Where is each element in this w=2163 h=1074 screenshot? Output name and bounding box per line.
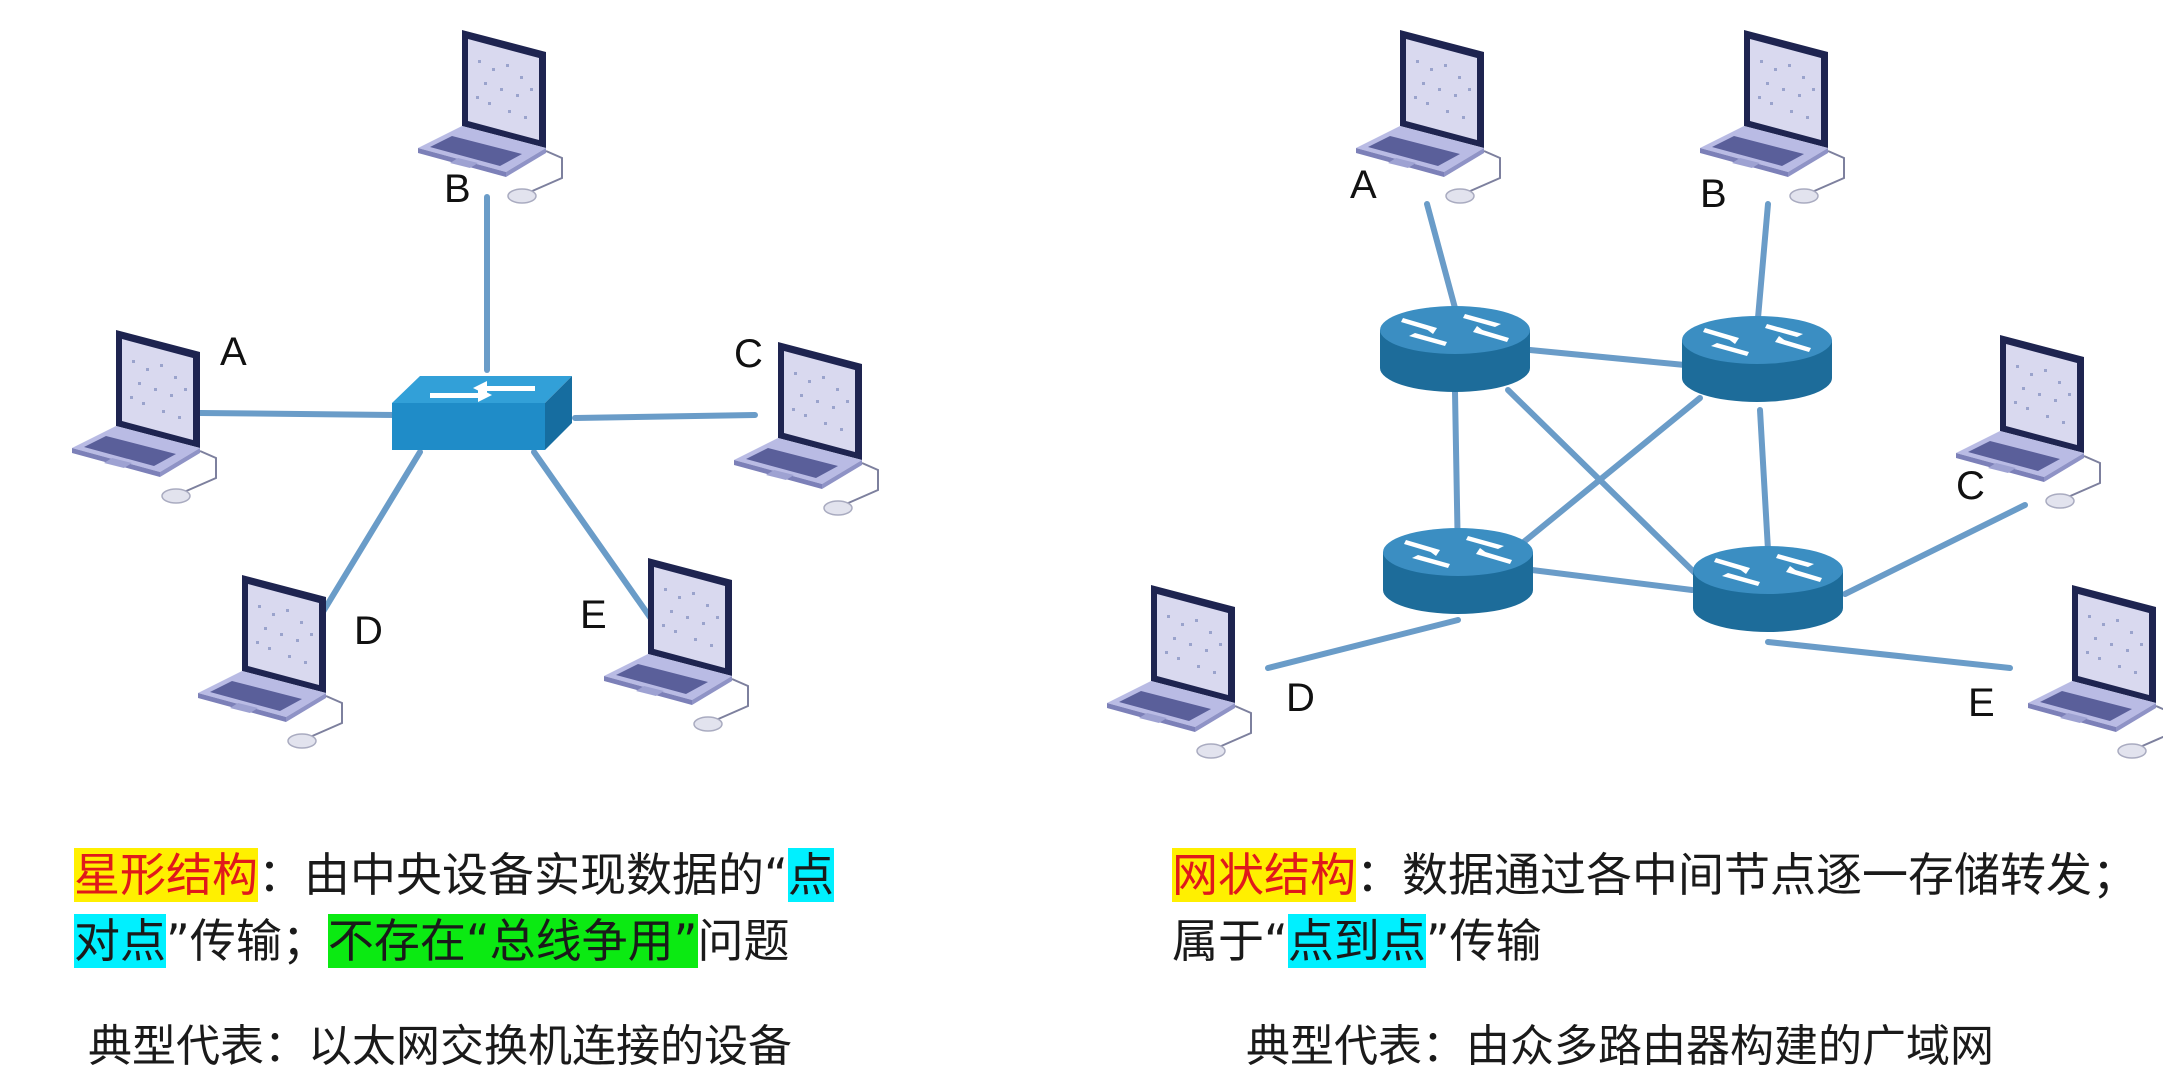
router-icon — [1380, 306, 1530, 392]
switch-icon — [392, 376, 572, 450]
mesh-caption-line1: 网状结构：数据通过各中间节点逐一存储转发； — [1172, 842, 2138, 908]
link-router1-router4 — [1505, 387, 1703, 581]
link-a-router1 — [1424, 201, 1458, 311]
label-star-c: C — [734, 332, 763, 376]
router-icon — [1693, 546, 1843, 632]
mesh-caption-line2: 属于“点到点”传输 — [1172, 908, 2138, 974]
link-switch-c — [572, 412, 758, 421]
star-caption: 星形结构：由中央设备实现数据的“点 对点”传输；不存在“总线争用”问题 — [74, 842, 834, 974]
star-caption-text2: ”传输； — [166, 914, 328, 968]
mesh-caption-text2: 属于“ — [1172, 914, 1288, 968]
star-caption-text3: 问题 — [697, 914, 790, 968]
link-e-router4 — [1765, 639, 2013, 671]
router-icon — [1682, 316, 1832, 402]
label-mesh-e: E — [1968, 681, 1995, 725]
laptop-e-icon — [2027, 584, 2163, 759]
laptop-b-icon — [417, 29, 563, 204]
label-mesh-d: D — [1286, 676, 1315, 720]
link-d-router3 — [1265, 617, 1461, 671]
link-switch-a — [197, 410, 401, 418]
label-mesh-b: B — [1700, 172, 1727, 216]
mesh-caption-text1: ：数据通过各中间节点逐一存储转发； — [1356, 848, 2138, 902]
mesh-example: 典型代表：由众多路由器构建的广域网 — [1246, 1021, 1994, 1072]
star-highlight-p2p-2: 对点 — [74, 914, 166, 968]
mesh-highlight-p2p: 点到点 — [1287, 914, 1426, 968]
laptop-a-icon — [1355, 29, 1501, 204]
laptop-a-icon — [71, 329, 217, 504]
link-router1-router2 — [1527, 347, 1688, 368]
link-c-router4 — [1842, 502, 2028, 597]
label-mesh-c: C — [1956, 464, 1985, 508]
topology-diagrams: B A C D E A B C D E — [71, 29, 2163, 759]
mesh-caption: 网状结构：数据通过各中间节点逐一存储转发； 属于“点到点”传输 — [1172, 842, 2138, 974]
link-switch-e — [531, 449, 655, 623]
link-b-router2 — [1755, 201, 1771, 321]
laptop-d-icon — [197, 574, 343, 749]
star-highlight-no-contention: 不存在“总线争用” — [327, 914, 698, 968]
star-example: 典型代表：以太网交换机连接的设备 — [88, 1021, 792, 1072]
label-star-b: B — [444, 167, 471, 211]
link-switch-d — [312, 449, 423, 628]
mesh-caption-text3: ”传输 — [1425, 914, 1542, 968]
mesh-topology: A B C D E — [1106, 29, 2163, 759]
label-mesh-a: A — [1350, 163, 1377, 207]
router-icon — [1383, 528, 1533, 614]
star-topology: B A C D E — [71, 29, 879, 749]
star-caption-line1: 星形结构：由中央设备实现数据的“点 — [74, 842, 834, 908]
label-star-a: A — [220, 330, 247, 374]
label-star-d: D — [354, 609, 383, 653]
link-router2-router3 — [1517, 395, 1703, 548]
mesh-title: 网状结构 — [1172, 848, 1356, 902]
star-caption-text1: ：由中央设备实现数据的“ — [258, 848, 788, 902]
star-title: 星形结构 — [74, 848, 258, 902]
star-highlight-p2p-1: 点 — [787, 848, 834, 902]
link-router3-router4 — [1529, 567, 1695, 593]
star-caption-line2: 对点”传输；不存在“总线争用”问题 — [74, 908, 834, 974]
link-router2-router4 — [1757, 407, 1771, 553]
laptop-d-icon — [1106, 584, 1252, 759]
label-star-e: E — [580, 593, 607, 637]
